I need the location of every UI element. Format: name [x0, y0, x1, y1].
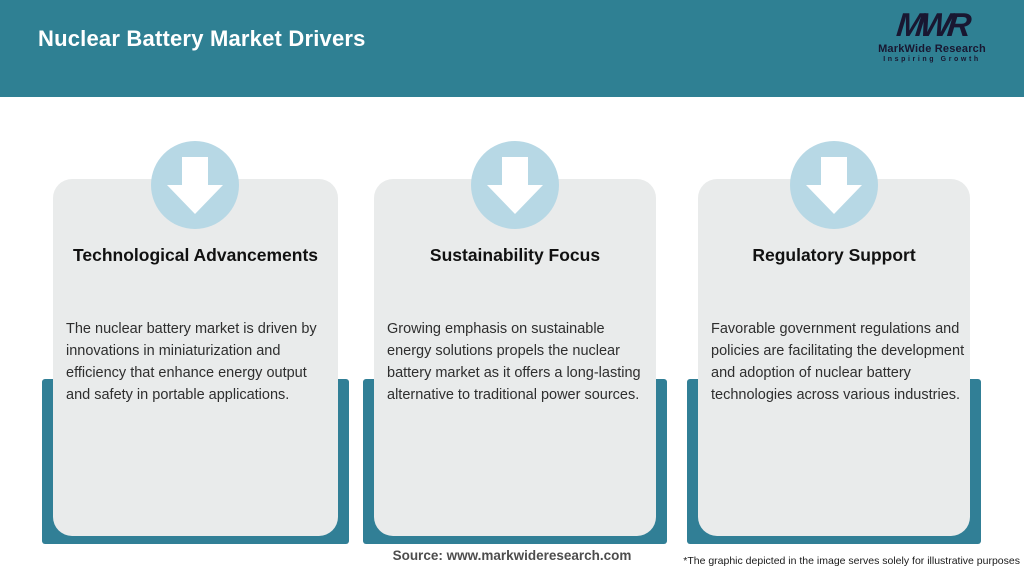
driver-card-2: Sustainability Focus Growing emphasis on… [374, 179, 656, 536]
logo-tagline: Inspiring Growth [883, 56, 981, 63]
down-arrow-icon [151, 141, 239, 229]
down-arrow-icon [790, 141, 878, 229]
card-body: The nuclear battery market is driven by … [66, 321, 317, 403]
card-title: Technological Advancements [72, 245, 319, 265]
down-arrow-glyph [167, 157, 223, 214]
driver-card-3: Regulatory Support Favorable government … [698, 179, 970, 536]
disclaimer-text: *The graphic depicted in the image serve… [683, 555, 1020, 567]
down-arrow-glyph [806, 157, 862, 214]
card-body: Favorable government regulations and pol… [711, 321, 965, 403]
down-arrow-icon [471, 141, 559, 229]
page-title: Nuclear Battery Market Drivers [38, 26, 366, 51]
card-title: Sustainability Focus [429, 245, 601, 265]
logo-name: MarkWide Research [878, 43, 986, 55]
header-bar: Nuclear Battery Market Drivers MWR MarkW… [0, 0, 1024, 97]
mwr-monogram-icon: MWR [894, 6, 970, 43]
source-text: Source: www.markwideresearch.com [392, 548, 632, 563]
down-arrow-glyph [487, 157, 543, 214]
markwide-logo: MWR MarkWide Research Inspiring Growth [872, 6, 992, 63]
driver-card-1: Technological Advancements The nuclear b… [53, 179, 338, 536]
card-body: Growing emphasis on sustainable energy s… [387, 321, 641, 403]
card-title: Regulatory Support [752, 245, 916, 265]
